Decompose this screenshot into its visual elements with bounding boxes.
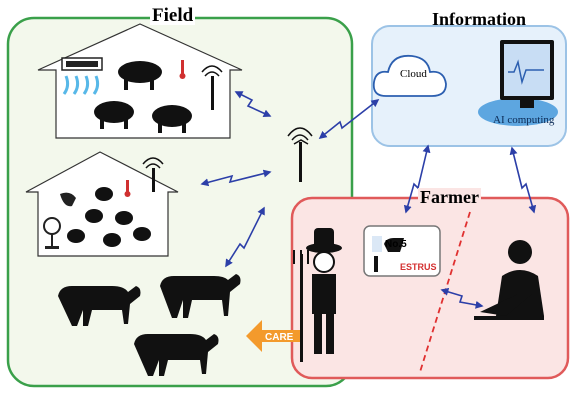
phone-status-label: ESTRUS (400, 262, 437, 272)
computer-icon (478, 40, 558, 126)
care-arrow (246, 320, 300, 352)
chicken-house (25, 151, 179, 257)
information-title: Information (432, 9, 526, 29)
phone-display (363, 225, 441, 277)
phone-number-label: No.5 (385, 239, 407, 250)
farmer-figure (293, 228, 342, 362)
cloud-icon (372, 54, 447, 97)
cloud-label: Cloud (400, 68, 427, 80)
farmer-title: Farmer (418, 187, 481, 207)
office-worker (474, 240, 544, 320)
field-title: Field (150, 5, 196, 26)
ai-computing-label: AI computing (493, 114, 555, 126)
central-antenna (287, 127, 313, 182)
wireless-links (200, 91, 537, 309)
cattle-group (58, 274, 241, 376)
pig-house (37, 23, 243, 139)
care-label: CARE (265, 332, 294, 343)
